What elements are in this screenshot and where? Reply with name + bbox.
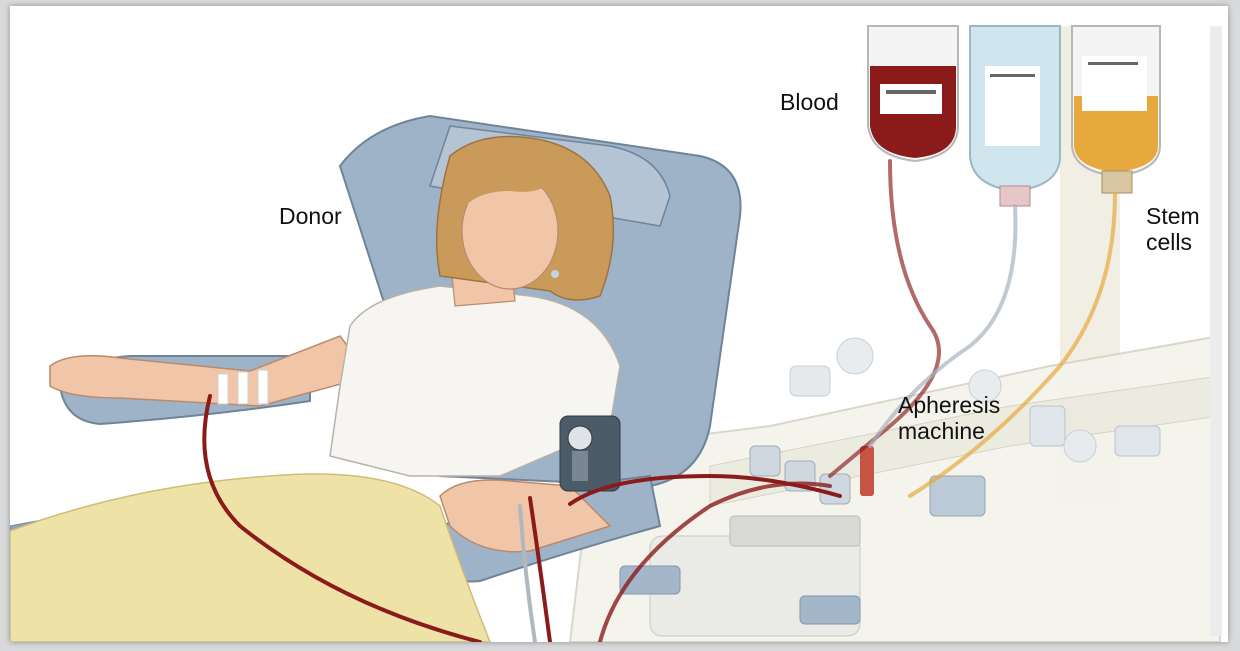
label-apheresis-machine: Apheresis machine [898,392,1000,444]
label-stem-cells: Stem cells [1146,203,1200,255]
label-blood: Blood [780,89,839,115]
blood-bag [868,26,958,161]
label-donor: Donor [279,203,342,229]
saline-bag [970,26,1060,206]
illustration-frame: Donor Blood Stem cells Apheresis machine [10,6,1228,642]
apheresis-illustration [10,6,1228,642]
stem-cell-bag [1072,26,1160,193]
